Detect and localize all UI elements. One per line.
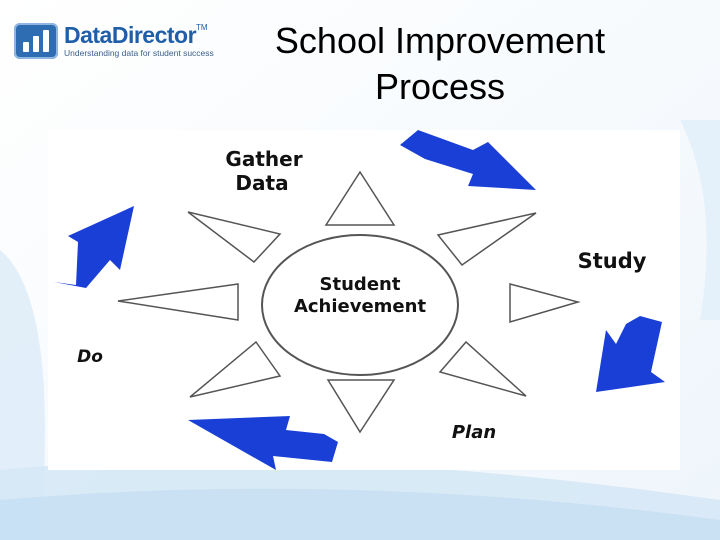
logo-tagline: Understanding data for student success: [64, 48, 214, 59]
stage-plan: Plan: [452, 422, 496, 443]
stage-do: Do: [77, 347, 103, 367]
arrow-study-to-plan: [596, 316, 665, 392]
slide-title-line-2: Process: [374, 66, 506, 107]
cycle-diagram-svg: Student Achievement Gather Data Study Pl…: [54, 130, 665, 470]
center-label-line-1: Student: [320, 274, 401, 295]
logo-trademark: TM: [196, 23, 208, 33]
slide-title: School Improvement Process: [240, 18, 640, 110]
ray-top: [324, 170, 396, 226]
ray-bottom: [326, 379, 396, 434]
ray-top-left: [187, 211, 282, 264]
stage-study: Study: [578, 249, 647, 273]
slide-title-line-1: School Improvement: [274, 20, 606, 61]
center-circle: [261, 234, 459, 376]
stage-gather-line-1: Gather: [225, 147, 302, 171]
arrow-plan-to-do: [188, 416, 338, 470]
bar-chart-logo-icon: [14, 23, 58, 59]
ray-bottom-right: [438, 340, 527, 397]
ray-left: [117, 283, 239, 321]
ray-right: [509, 283, 581, 324]
arrow-gather-to-study: [400, 130, 536, 190]
cycle-diagram: Student Achievement Gather Data Study Pl…: [48, 130, 680, 470]
logo-name: DataDirector: [64, 22, 197, 49]
stage-gather-line-2: Data: [235, 171, 288, 195]
center-label-line-2: Achievement: [294, 296, 427, 317]
arrow-do-to-gather: [54, 206, 134, 288]
ray-bottom-left: [189, 340, 282, 398]
datadirector-logo: DataDirectorTM Understanding data for st…: [14, 20, 224, 62]
logo-text: DataDirectorTM Understanding data for st…: [64, 24, 214, 58]
ray-top-right: [436, 212, 537, 267]
